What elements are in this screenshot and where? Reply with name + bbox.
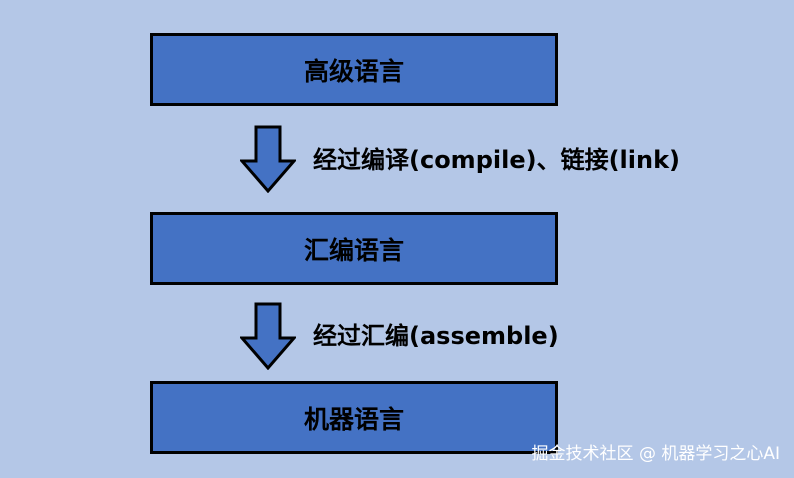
assemble-step-label: 经过汇编(assemble) <box>313 322 559 350</box>
watermark: 掘金技术社区 @ 机器学习之心AI <box>531 444 780 464</box>
machine-language-box: 机器语言 <box>150 381 558 454</box>
assembly-language-label: 汇编语言 <box>303 235 404 265</box>
high-level-language-label: 高级语言 <box>303 56 404 86</box>
machine-language-label: 机器语言 <box>303 404 404 434</box>
assembly-language-box: 汇编语言 <box>150 212 558 285</box>
high-level-language-box: 高级语言 <box>150 33 558 106</box>
down-arrow-icon <box>240 125 296 193</box>
down-arrow-icon <box>240 302 296 370</box>
compile-link-step-label: 经过编译(compile)、链接(link) <box>313 146 681 174</box>
